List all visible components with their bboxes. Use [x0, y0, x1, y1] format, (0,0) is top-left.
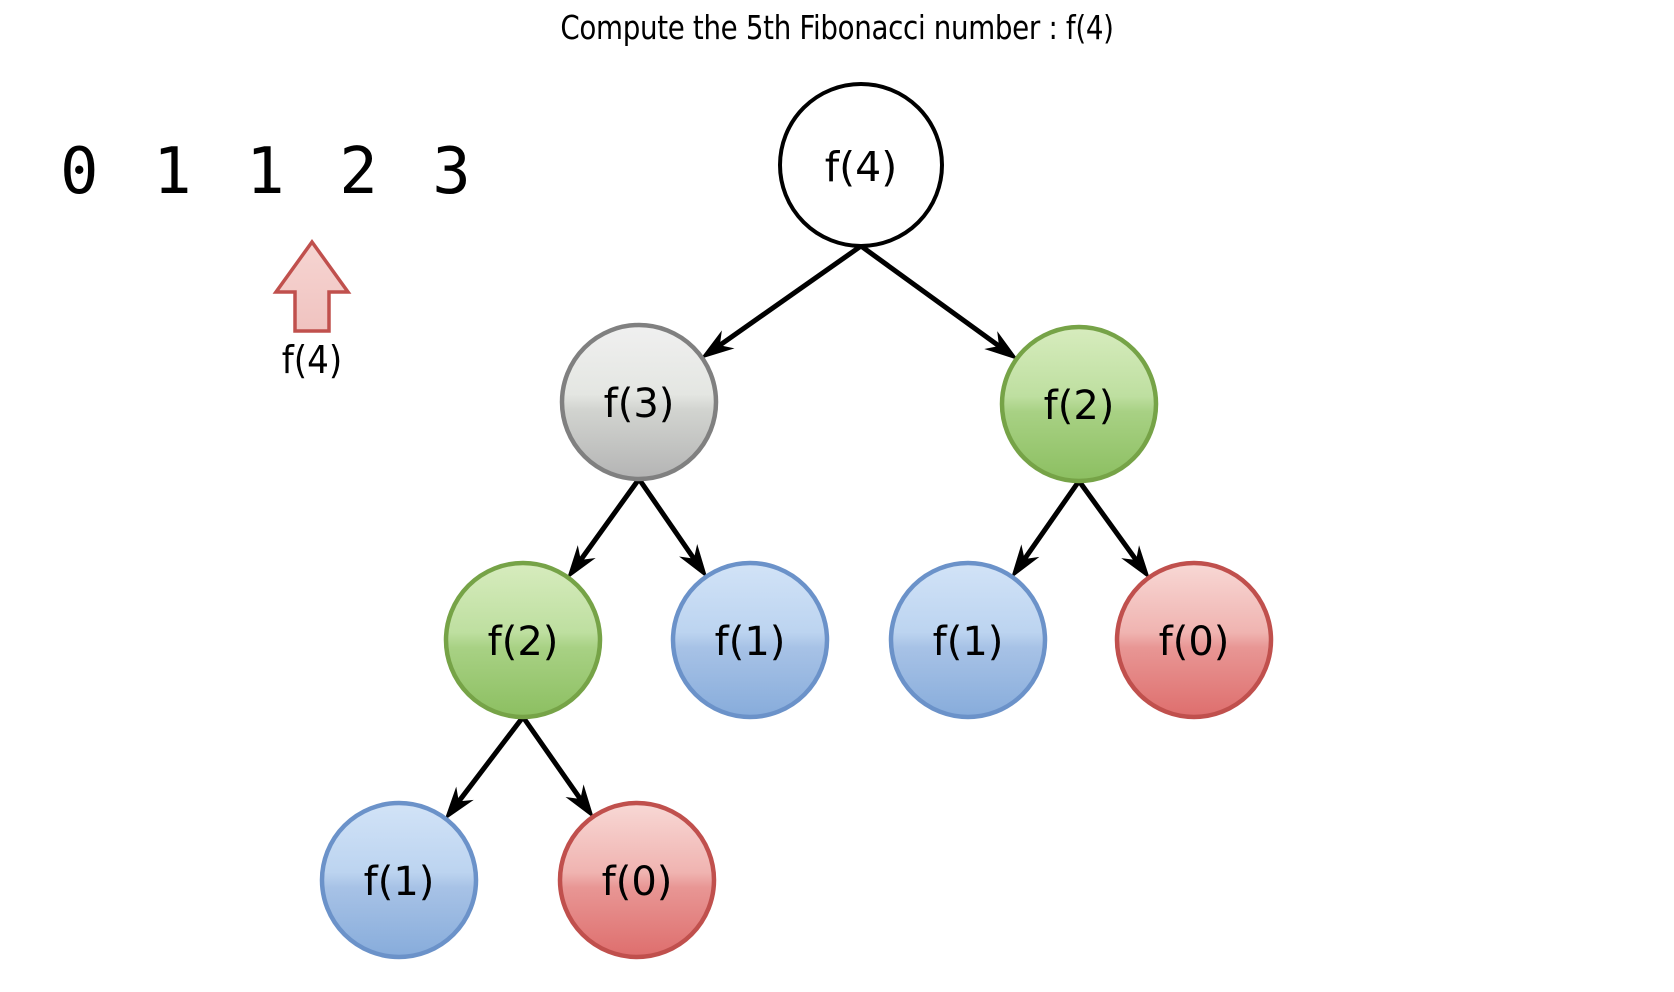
- node-label: f(0): [602, 859, 673, 905]
- node-label: f(1): [715, 619, 786, 665]
- arrowhead-icon: [566, 545, 596, 580]
- arrowhead-icon: [700, 330, 735, 359]
- tree-edge: [444, 715, 525, 821]
- arrowhead-icon: [984, 331, 1019, 360]
- node-label: f(2): [488, 619, 559, 665]
- nodes-layer: f(4) f(3) f(2) f(2) f(1) f(1) f(0) f(1) f(0): [319, 82, 1274, 960]
- node-label: f(0): [1159, 619, 1230, 665]
- tree-edge: [566, 477, 642, 580]
- page-title: Compute the 5th Fibonacci number : f(4): [560, 8, 1114, 47]
- tree-node-f0[interactable]: f(0): [557, 800, 717, 960]
- node-label: f(2): [1044, 383, 1115, 429]
- tree-node-f2[interactable]: f(2): [443, 560, 603, 720]
- arrowhead-icon: [444, 786, 474, 821]
- arrowhead-icon: [565, 784, 595, 819]
- arrowhead-icon: [1010, 544, 1040, 579]
- node-circle[interactable]: [1114, 560, 1274, 720]
- tree-node-f4[interactable]: f(4): [778, 82, 944, 248]
- tree-edge: [520, 715, 595, 819]
- node-circle[interactable]: [778, 82, 944, 248]
- node-label: f(1): [364, 859, 435, 905]
- tree-node-f3[interactable]: f(3): [559, 322, 719, 482]
- tree-edge: [859, 243, 1019, 360]
- edges-layer: [444, 243, 1151, 821]
- node-circle[interactable]: [319, 800, 479, 960]
- node-label: f(4): [825, 143, 898, 191]
- node-label: f(1): [933, 619, 1004, 665]
- node-circle[interactable]: [888, 560, 1048, 720]
- node-circle[interactable]: [557, 800, 717, 960]
- tree-node-f1[interactable]: f(1): [670, 560, 830, 720]
- tree-node-f1[interactable]: f(1): [888, 560, 1048, 720]
- tree-edge: [700, 243, 863, 359]
- arrowhead-icon: [1121, 545, 1151, 580]
- tree-edge: [1010, 479, 1082, 579]
- tree-node-f2[interactable]: f(2): [999, 324, 1159, 484]
- tree-edge: [636, 477, 708, 579]
- node-circle[interactable]: [999, 324, 1159, 484]
- node-label: f(3): [604, 381, 675, 427]
- up-arrow-icon: [272, 239, 352, 333]
- node-circle[interactable]: [443, 560, 603, 720]
- tree-node-f0[interactable]: f(0): [1114, 560, 1274, 720]
- tree-edge: [1076, 479, 1151, 580]
- tree-node-f1[interactable]: f(1): [319, 800, 479, 960]
- legend-label: f(4): [281, 338, 343, 382]
- arrowhead-icon: [679, 544, 708, 579]
- fibonacci-sequence: 0 1 1 2 3: [60, 135, 479, 209]
- node-circle[interactable]: [670, 560, 830, 720]
- node-circle[interactable]: [559, 322, 719, 482]
